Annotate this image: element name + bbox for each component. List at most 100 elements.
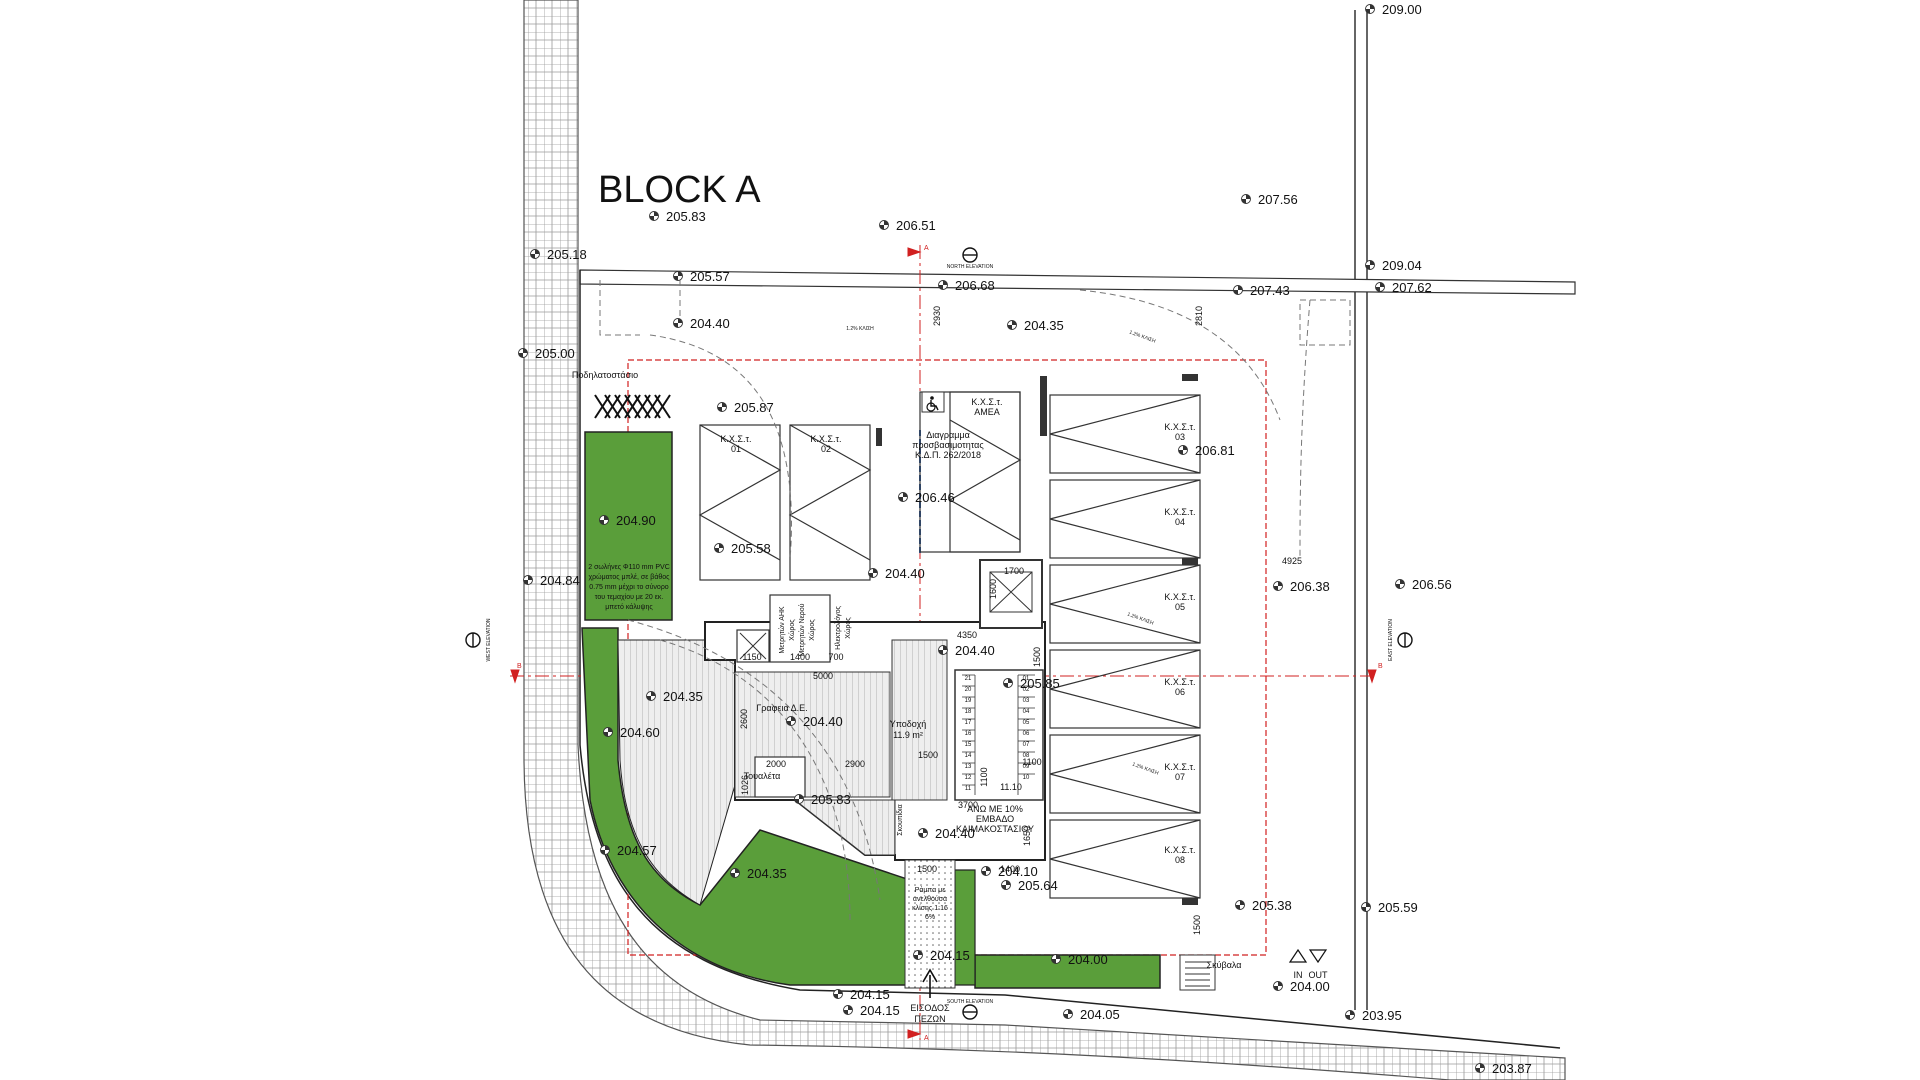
- stair-note: ΑΝΩ ΜΕ 10%: [967, 804, 1023, 814]
- stair-step-number: 10: [1023, 775, 1030, 781]
- entrance-path: [904, 859, 956, 989]
- sidewalk: [523, 0, 1566, 1080]
- elevation-label: 205.38: [1252, 898, 1292, 913]
- parking-label: Κ.Χ.Σ.τ.: [1164, 845, 1195, 855]
- parking-label: Κ.Χ.Σ.τ.: [1164, 507, 1195, 517]
- elevation-point: 205.87: [717, 400, 774, 415]
- parking-left: [698, 424, 872, 581]
- elevation-point: 204.40: [673, 316, 730, 331]
- parking-amea: [919, 391, 1022, 553]
- parking-stops: [876, 374, 1198, 905]
- elevation-label: 204.00: [1068, 952, 1108, 967]
- elevation-point: 203.87: [1475, 1061, 1532, 1076]
- dimension-label: 1400: [1000, 864, 1020, 874]
- elevation-label: 207.43: [1250, 283, 1290, 298]
- dimension-label: 2810: [1194, 306, 1204, 326]
- accessibility-note: προσβασιμοτητας: [912, 440, 984, 450]
- dimension-label: 1700: [1004, 566, 1024, 576]
- pipes-note: χρώματος μπλέ, σε βάθος: [588, 573, 670, 581]
- stair-step-number: 04: [1023, 709, 1030, 715]
- elevation-label: 204.35: [663, 689, 703, 704]
- elevation-label: 204.35: [1024, 318, 1064, 333]
- elevation-point: 205.57: [673, 269, 730, 284]
- parking-number: 02: [821, 444, 831, 454]
- elevation-label: 203.87: [1492, 1061, 1532, 1076]
- stair-step-number: 05: [1023, 720, 1030, 726]
- elevation-label: 204.15: [850, 987, 890, 1002]
- slope-label: 1.2% ΚΛΙΣΗ: [1131, 762, 1159, 777]
- elevation-label: 206.56: [1412, 577, 1452, 592]
- elevation-point: 204.35: [730, 866, 787, 881]
- dimension-label: 3700: [958, 800, 978, 810]
- stair-step-number: 09: [1023, 764, 1030, 770]
- slope-label: 1.2% ΚΛΙΣΗ: [1128, 330, 1156, 345]
- elevation-point: 205.85: [1003, 676, 1060, 691]
- elevation-point: 204.00: [1051, 952, 1108, 967]
- elevation-point: 204.10: [981, 864, 1038, 879]
- elevation-label: 205.83: [666, 209, 706, 224]
- landscape-curves: [599, 280, 1351, 921]
- section-letter: B: [517, 663, 522, 670]
- elevation-label: 205.18: [547, 247, 587, 262]
- parking-number: 06: [1175, 687, 1185, 697]
- elevation-point: 207.56: [1241, 192, 1298, 207]
- elevation-label: 206.51: [896, 218, 936, 233]
- dimension-label: 1500: [1192, 915, 1202, 935]
- dimension-label: 5000: [813, 671, 833, 681]
- elevation-label: 204.57: [617, 843, 657, 858]
- ramp-note: ανελθούσα: [913, 895, 947, 903]
- elevation-label: 209.00: [1382, 2, 1422, 17]
- elevation-label: 205.57: [690, 269, 730, 284]
- electric-room-label: Ηλεκτρολόγος: [834, 606, 842, 650]
- elevation-point: 207.43: [1233, 283, 1290, 298]
- elevation-direction-label: WEST ELEVATION: [486, 618, 492, 661]
- dimension-label: 2930: [932, 306, 942, 326]
- stair-note: ΚΛΙΜΑΚΟΣΤΑΣΙΟΥ: [956, 824, 1034, 834]
- dimension-label: 1500: [917, 864, 937, 874]
- section-markers: [510, 247, 1377, 1039]
- elevation-label: 205.58: [731, 541, 771, 556]
- parking-number: 01: [731, 444, 741, 454]
- in-out-arrows: [1288, 948, 1328, 964]
- parking-number: 08: [1175, 855, 1185, 865]
- dimension-label: 4350: [957, 630, 977, 640]
- stair-step-number: 17: [965, 720, 972, 726]
- stair-note: ΕΜΒΑΔΟ: [976, 814, 1014, 824]
- dimension-label: 1400: [790, 652, 810, 662]
- dimension-label: 2000: [766, 759, 786, 769]
- stair-step-number: 03: [1023, 698, 1030, 704]
- dimension-label: 1026: [740, 775, 750, 795]
- parking-label: Κ.Χ.Σ.τ.: [1164, 422, 1195, 432]
- elevation-marks: [465, 247, 1413, 1020]
- elevation-point: 204.15: [913, 948, 970, 963]
- ramp-note: Ράμπα με: [915, 886, 946, 894]
- parking-number: 07: [1175, 772, 1185, 782]
- elevation-label: 204.40: [885, 566, 925, 581]
- grass-ramp: [954, 869, 976, 986]
- accessibility-note: Κ.Δ.Π. 262/2018: [915, 450, 981, 460]
- elevation-point: 204.15: [843, 1003, 900, 1018]
- elevation-point: 204.84: [523, 573, 580, 588]
- dimension-label: 1650: [1022, 826, 1032, 846]
- elevation-label: 206.81: [1195, 443, 1235, 458]
- elevation-label: 207.62: [1392, 280, 1432, 295]
- parking-label: Κ.Χ.Σ.τ.: [720, 434, 751, 444]
- elevation-label: 204.40: [803, 714, 843, 729]
- elevation-label: 204.35: [747, 866, 787, 881]
- elevation-labels: 209.00 207.56 205.83 206.51 205.18 209.04 205.…: [518, 2, 1532, 1076]
- elevation-label: 204.60: [620, 725, 660, 740]
- elevation-label: 206.68: [955, 278, 995, 293]
- toilet: [754, 756, 806, 798]
- elevation-label: 204.10: [998, 864, 1038, 879]
- elevation-label: 205.00: [535, 346, 575, 361]
- elevation-point: 209.04: [1365, 258, 1422, 273]
- stair-step-number: 20: [965, 687, 972, 693]
- elevation-point: 206.51: [879, 218, 936, 233]
- elevation-point: 204.35: [646, 689, 703, 704]
- stair-step-number: 18: [965, 709, 972, 715]
- elevation-point: 209.00: [1365, 2, 1422, 17]
- elevation-point: 205.38: [1235, 898, 1292, 913]
